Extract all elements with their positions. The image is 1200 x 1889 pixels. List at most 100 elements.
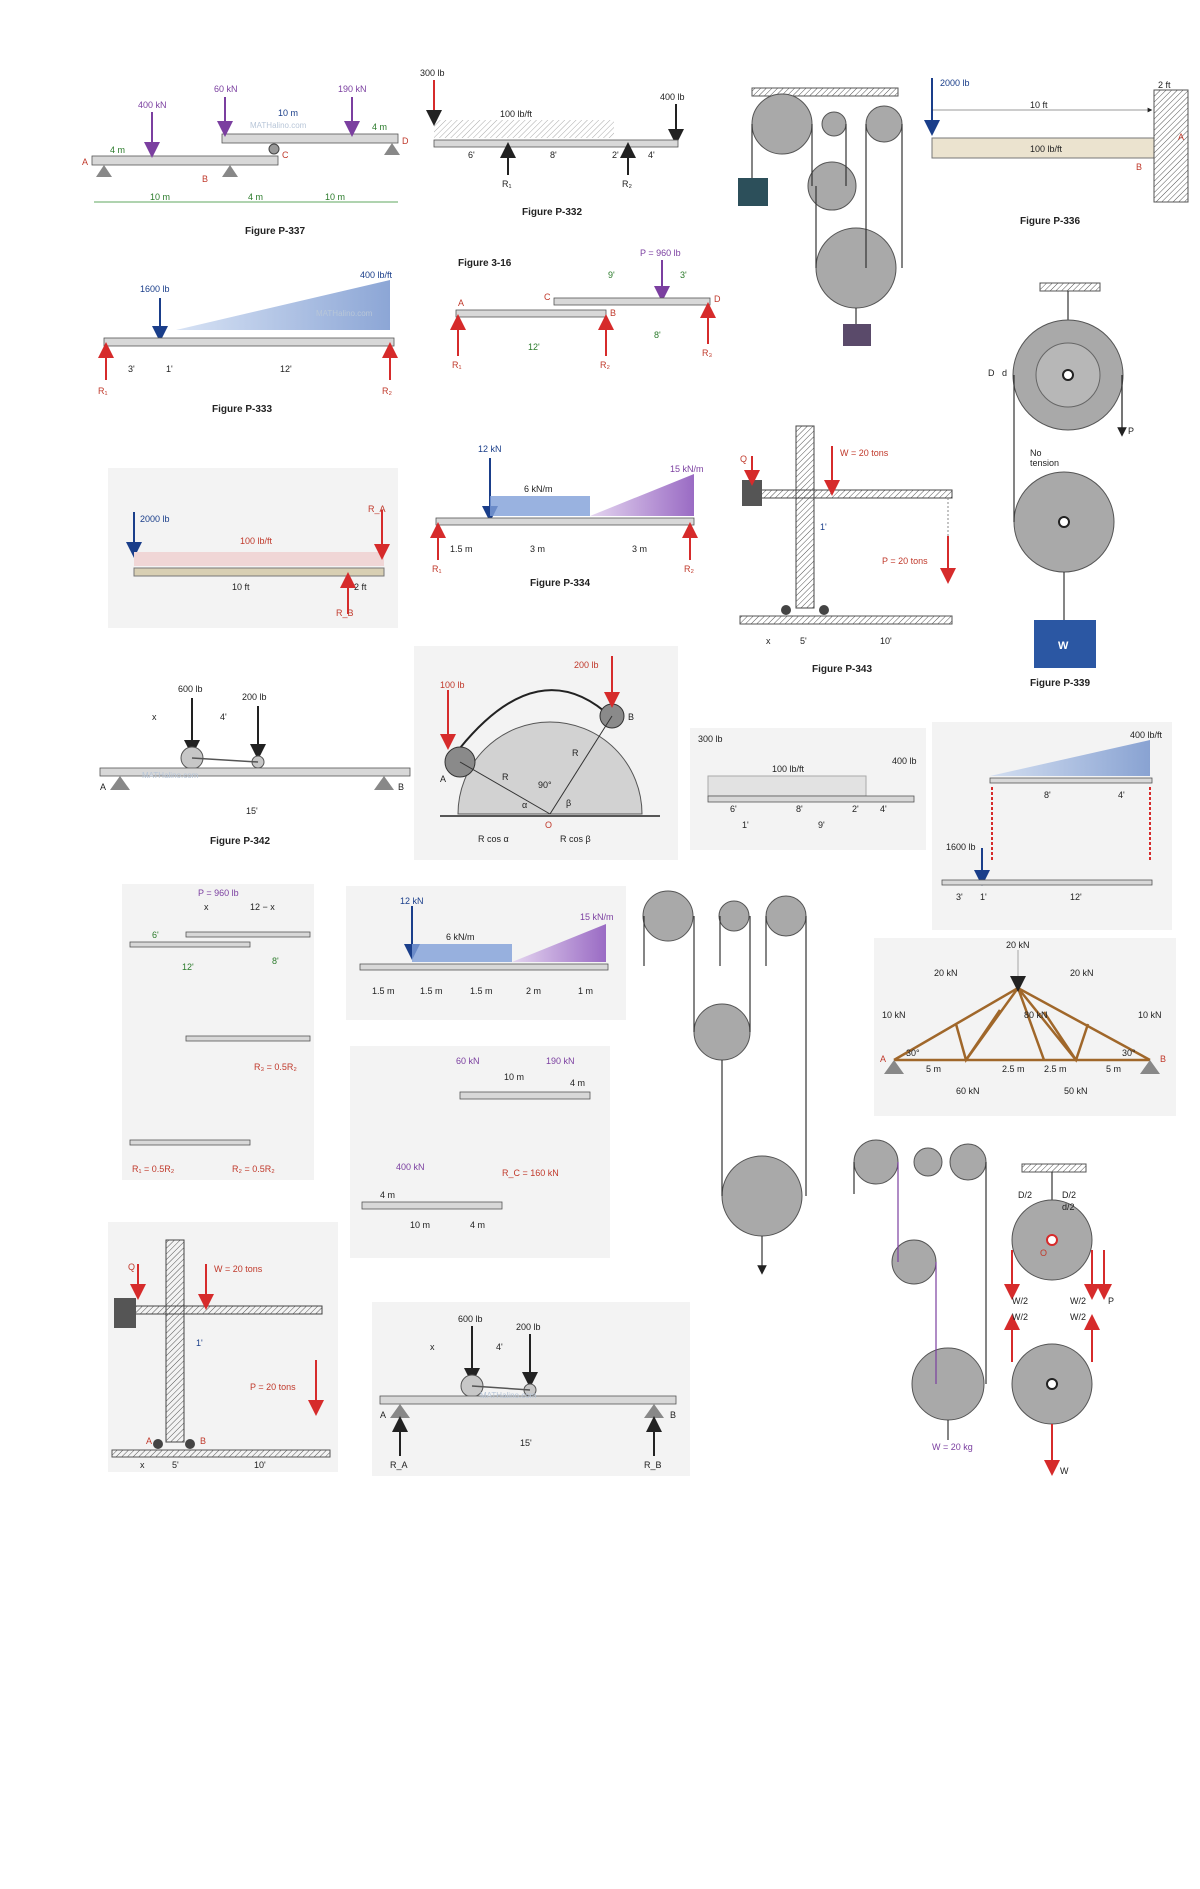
d1: x	[766, 636, 771, 646]
ceiling	[1021, 1163, 1087, 1173]
support-a	[884, 1060, 904, 1074]
support-b	[644, 1404, 664, 1418]
figure-truss: 20 kN 20 kN 20 kN 10 kN 10 kN 80 kN 30° …	[874, 938, 1176, 1116]
gap-label: 2 ft	[1158, 80, 1171, 90]
beam-2	[185, 1035, 311, 1042]
tri-load	[990, 740, 1150, 776]
pt-b: B	[202, 174, 208, 184]
d4-label: 4'	[496, 1342, 503, 1352]
d2: 3 m	[530, 544, 545, 554]
caption-p334: Figure P-334	[530, 578, 590, 589]
d1: 1.5 m	[450, 544, 473, 554]
x-label: x	[204, 902, 209, 912]
beam-1b	[129, 941, 251, 948]
weight-w	[843, 324, 871, 346]
r2: R₂	[622, 179, 632, 189]
pt-a: A	[880, 1054, 886, 1064]
b1: 60 kN	[956, 1086, 980, 1096]
len-top-label: 10 m	[278, 108, 298, 118]
figure-p337: 400 kN 60 kN 190 kN 10 m 4 m 4 m 10 m 4 …	[82, 84, 409, 237]
figure-p343-variant: Q W = 20 tons 1' P = 20 tons A B x 5' 10…	[108, 1222, 338, 1472]
r1: R₁	[452, 360, 462, 370]
d3: 2'	[612, 150, 619, 160]
figure-p332: 300 lb 400 lb 100 lb/ft 6' 8' 2' 4' R₁ R…	[420, 68, 685, 218]
d2: 5'	[172, 1460, 179, 1470]
beam-top	[459, 1091, 591, 1100]
tri-load	[176, 280, 390, 330]
o-label: O	[1040, 1248, 1047, 1258]
a1: 30°	[906, 1048, 920, 1058]
d4: 1'	[820, 522, 827, 532]
wheel-b	[819, 605, 829, 615]
support-b	[222, 165, 238, 177]
beam-ab	[455, 309, 607, 318]
pulley-system-1	[738, 87, 903, 346]
r3: R₃	[702, 348, 712, 358]
d1: 6'	[730, 804, 737, 814]
pt-d: D	[402, 136, 409, 146]
pulley-c	[865, 105, 903, 143]
p-label: P	[1128, 426, 1134, 436]
figure-p334: 12 kN 6 kN/m 15 kN/m 1.5 m 3 m 3 m R₁ R₂…	[430, 444, 704, 589]
load-200-label: 200 lb	[574, 660, 599, 670]
uni-load	[412, 944, 512, 962]
d1: 6'	[468, 150, 475, 160]
q-label: Q	[128, 1262, 135, 1272]
d5: 12'	[1070, 892, 1082, 902]
panel	[122, 884, 314, 1180]
dist-label: 100 lb/ft	[1030, 144, 1063, 154]
mid: 80 kN	[1024, 1010, 1048, 1020]
tri-load	[512, 924, 606, 962]
ceiling	[1039, 282, 1101, 292]
counterweight	[742, 480, 762, 506]
d2b: D/2	[1062, 1190, 1076, 1200]
w-label: W	[1060, 1466, 1069, 1476]
beam	[379, 1395, 677, 1405]
d5: 1'	[742, 820, 749, 830]
pt-b: B	[1160, 1054, 1166, 1064]
pt-a: A	[458, 298, 464, 308]
l3: 10 kN	[882, 1010, 906, 1020]
d1: 3'	[128, 364, 135, 374]
dx-label: x	[152, 712, 157, 722]
caption-p342: Figure P-342	[210, 836, 270, 847]
d3: 12'	[280, 364, 292, 374]
caption-p337: Figure P-337	[245, 226, 305, 237]
d1: 9'	[608, 270, 615, 280]
beam-bottom	[361, 1201, 503, 1210]
d8: 8'	[272, 956, 279, 966]
pulley-system-2	[642, 890, 807, 1275]
beam-cd	[553, 297, 711, 306]
counterweight	[114, 1298, 136, 1328]
caption-p339: Figure P-339	[1030, 678, 1090, 689]
load-2000-label: 2000 lb	[940, 78, 970, 88]
d4: 2 m	[526, 986, 541, 996]
load-300-label: 300 lb	[420, 68, 445, 78]
d12-label: 12 − x	[250, 902, 275, 912]
dist-load	[434, 120, 614, 138]
figure-p332-variant: 300 lb 400 lb 100 lb/ft 6' 8' 2' 4' 1' 9…	[690, 728, 926, 850]
dist-label: 400 lb/ft	[1130, 730, 1163, 740]
wheel-a	[781, 605, 791, 615]
link	[191, 757, 259, 763]
note-1: No	[1030, 448, 1042, 458]
r2: R₂	[600, 360, 610, 370]
figure-p339: W D d P No tension Figure P-339	[988, 282, 1134, 689]
pt-a: A	[100, 782, 106, 792]
d1: 1.5 m	[372, 986, 395, 996]
beam-top	[989, 777, 1153, 784]
watermark: MATHalino.com	[250, 121, 307, 130]
pulley	[911, 1347, 985, 1421]
pt-c: C	[544, 292, 551, 302]
dist-label: 100 lb/ft	[500, 109, 533, 119]
load-100-label: 100 lb	[440, 680, 465, 690]
wheel-b	[185, 1439, 195, 1449]
l2: 190 kN	[546, 1056, 575, 1066]
d3: 10'	[880, 636, 892, 646]
beta-label: β	[566, 798, 571, 808]
s1: 5 m	[926, 1064, 941, 1074]
panel	[108, 1222, 338, 1472]
d4: 1'	[196, 1338, 203, 1348]
load-1600-label: 1600 lb	[946, 842, 976, 852]
